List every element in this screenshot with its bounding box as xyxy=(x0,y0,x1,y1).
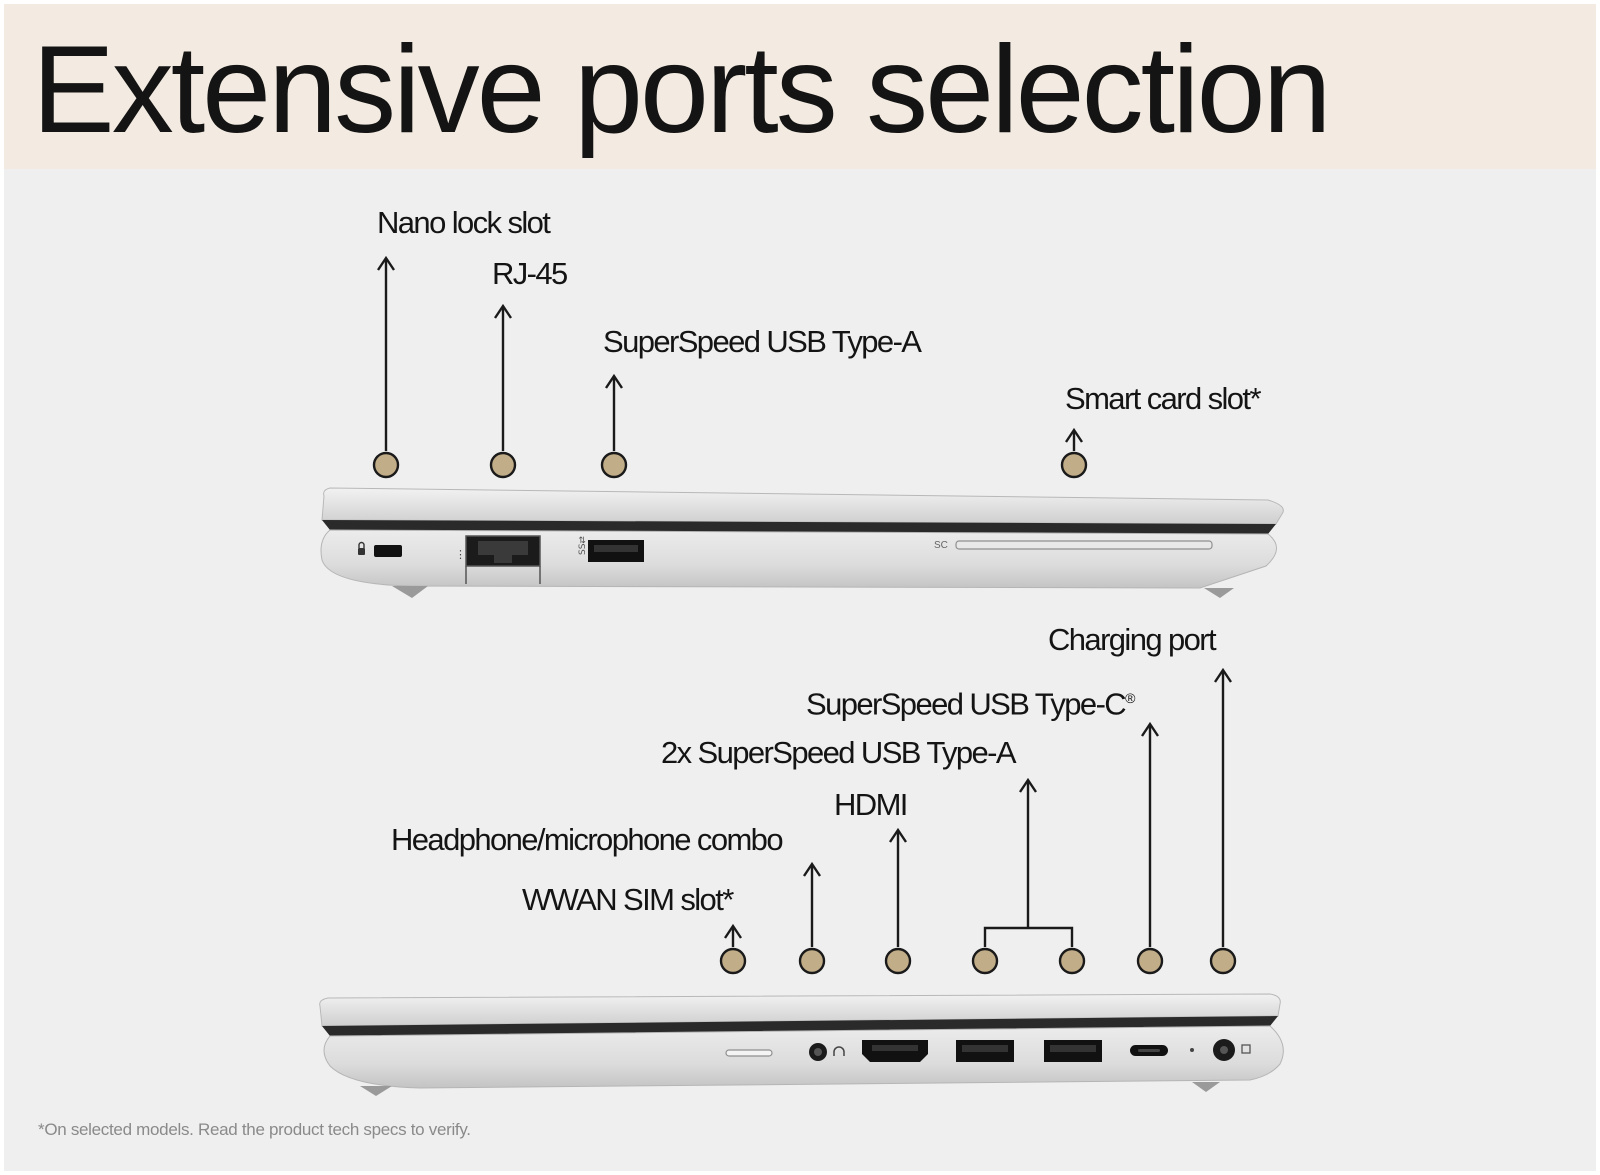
label-wwan-sim-slot: WWAN SIM slot* xyxy=(522,882,734,917)
label-usb-c: SuperSpeed USB Type-C® xyxy=(806,680,1135,722)
label-usb-c-text: SuperSpeed USB Type-C xyxy=(806,686,1127,722)
nano-lock-port xyxy=(358,541,402,557)
rj45-port: ⋮ xyxy=(455,535,541,584)
callout-dot xyxy=(1209,947,1237,975)
footnote: *On selected models. Read the product te… xyxy=(38,1120,471,1139)
label-usb-a-2x: 2x SuperSpeed USB Type-A xyxy=(661,735,1017,770)
label-usb-c-superscript: ® xyxy=(1125,690,1135,706)
laptop-left-side: ⋮ SS⇄ SC xyxy=(320,487,1284,598)
label-headphone-combo: Headphone/microphone combo xyxy=(391,822,784,857)
callout-dot xyxy=(884,947,912,975)
callout-dot xyxy=(1136,947,1164,975)
usb-a-port-left: SS⇄ xyxy=(578,536,644,562)
laptop-right-side xyxy=(319,993,1284,1096)
usb-c-port xyxy=(1130,1045,1194,1056)
hdmi-port xyxy=(862,1040,928,1062)
label-nano-lock-slot: Nano lock slot xyxy=(377,205,551,240)
callout-dot xyxy=(719,947,747,975)
label-rj45: RJ-45 xyxy=(492,256,568,291)
title-band: Extensive ports selection xyxy=(4,4,1596,169)
usb-a-port-right-2 xyxy=(1044,1040,1102,1062)
label-charging-port: Charging port xyxy=(1048,622,1217,657)
callout-dot xyxy=(600,451,628,479)
bottom-callout-leaders xyxy=(719,667,1237,975)
sim-slot-port xyxy=(725,1049,773,1057)
callout-dot xyxy=(372,451,400,479)
label-smart-card-slot: Smart card slot* xyxy=(1065,381,1262,416)
top-callout-leaders xyxy=(372,255,1088,479)
label-usb-a-left: SuperSpeed USB Type-A xyxy=(603,324,922,359)
page-title: Extensive ports selection xyxy=(32,21,1332,159)
smart-card-icon: SC xyxy=(934,540,948,551)
audio-jack-port xyxy=(809,1043,845,1061)
svg-text:⋮: ⋮ xyxy=(455,548,466,561)
charging-port xyxy=(1213,1039,1251,1061)
label-hdmi: HDMI xyxy=(834,787,908,822)
callout-dot xyxy=(798,947,826,975)
callout-dot xyxy=(1060,451,1088,479)
callout-dot xyxy=(489,451,517,479)
svg-text:SS⇄: SS⇄ xyxy=(578,536,588,555)
callout-dot xyxy=(1058,947,1086,975)
smart-card-port: SC xyxy=(934,540,1213,551)
callout-dot xyxy=(971,947,999,975)
usb-a-port-right-1 xyxy=(956,1040,1014,1062)
